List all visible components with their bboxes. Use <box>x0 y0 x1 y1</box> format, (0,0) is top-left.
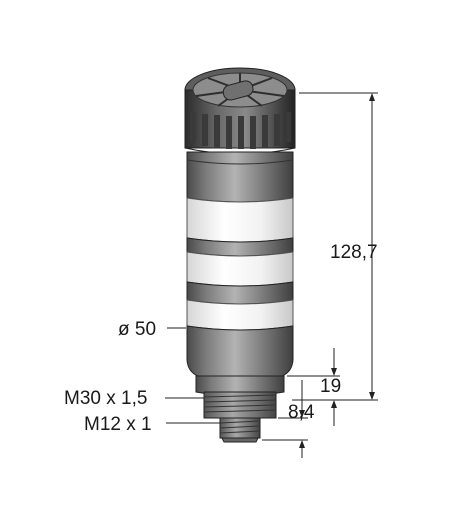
connector-height-label: 8,4 <box>288 402 315 423</box>
diameter-label: ø 50 <box>118 319 156 340</box>
light-segment-1 <box>186 197 294 243</box>
thread-m30-label: M30 x 1,5 <box>64 388 147 409</box>
total-height-label: 128,7 <box>330 242 378 263</box>
base-height-label: 19 <box>320 376 341 397</box>
cap <box>184 67 296 155</box>
light-segment-2 <box>186 251 294 287</box>
signal-tower <box>184 67 296 443</box>
connector-m12 <box>219 417 261 443</box>
thread-m30 <box>203 391 277 419</box>
thread-m12-label: M12 x 1 <box>84 414 152 435</box>
dimension-lines <box>165 92 378 458</box>
light-segment-3 <box>186 299 294 331</box>
